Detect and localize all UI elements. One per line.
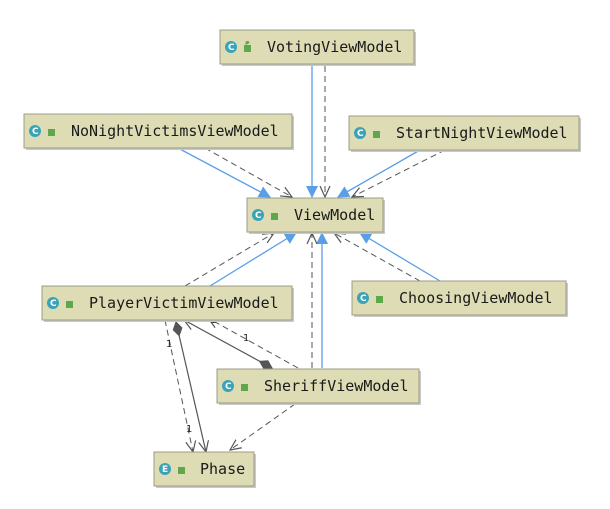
class-icon — [357, 292, 369, 304]
class-node-nonight[interactable]: C NoNightVictimsViewModel — [23, 113, 294, 150]
dependency-edge-sheriff-playervictim — [208, 318, 299, 369]
enum-node-phase[interactable]: E Phase — [153, 451, 256, 488]
class-name: ChoosingViewModel — [399, 289, 553, 307]
class-name: PlayerVictimViewModel — [89, 294, 279, 312]
public-lock-icon — [178, 467, 185, 474]
class-name: ViewModel — [294, 206, 375, 224]
public-lock-icon — [271, 213, 278, 220]
class-name: NoNightVictimsViewModel — [71, 122, 279, 140]
svg-text:C: C — [228, 43, 235, 53]
class-node-startnight[interactable]: C StartNightViewModel — [348, 115, 581, 152]
class-name: StartNightViewModel — [396, 124, 568, 142]
public-lock-icon — [66, 301, 73, 308]
class-name: SheriffViewModel — [264, 377, 409, 395]
inheritance-edge-playervictim — [209, 232, 297, 287]
public-lock-icon — [48, 129, 55, 136]
class-icon — [47, 297, 59, 309]
edges — [164, 66, 446, 452]
composition-edge-sheriff-playervictim — [184, 320, 272, 368]
class-node-choosing[interactable]: C ChoosingViewModel — [351, 280, 568, 317]
public-lock-icon — [241, 384, 248, 391]
svg-text:C: C — [255, 211, 262, 221]
dependency-edge-choosing — [334, 233, 421, 282]
svg-text:C: C — [32, 127, 39, 137]
svg-text:C: C — [357, 129, 364, 139]
dependency-edge-nonight — [204, 147, 292, 197]
dependency-edge-startnight — [352, 149, 446, 197]
public-lock-icon — [376, 296, 383, 303]
multiplicity-label: 1 — [243, 333, 249, 344]
class-name: Phase — [200, 460, 245, 478]
dependency-edge-playervictim — [184, 233, 274, 287]
class-node-voting[interactable]: C VotingViewModel — [219, 29, 416, 66]
composition-edge-playervictim-phase — [176, 322, 206, 452]
enum-icon — [159, 463, 171, 475]
dependency-edge-sheriff-phase — [230, 403, 296, 450]
class-icon — [29, 125, 41, 137]
class-node-sheriff[interactable]: C SheriffViewModel — [216, 368, 421, 405]
class-icon — [252, 209, 264, 221]
class-icon — [225, 41, 237, 53]
multiplicity-label: 1 — [166, 339, 172, 350]
svg-text:C: C — [50, 299, 57, 309]
class-icon — [222, 380, 234, 392]
public-lock-icon — [244, 41, 251, 52]
inheritance-edge-choosing — [359, 232, 441, 282]
inheritance-edge-nonight — [177, 147, 271, 198]
public-lock-icon — [373, 131, 380, 138]
class-node-playervictim[interactable]: C PlayerVictimViewModel — [41, 285, 294, 322]
svg-text:C: C — [225, 382, 232, 392]
inheritance-edge-startnight — [337, 149, 421, 198]
svg-text:E: E — [162, 465, 168, 475]
class-icon — [354, 127, 366, 139]
class-name: VotingViewModel — [267, 38, 402, 56]
class-node-viewmodel[interactable]: C ViewModel — [246, 197, 385, 234]
svg-text:C: C — [360, 294, 367, 304]
multiplicity-label: 1 — [186, 424, 192, 435]
